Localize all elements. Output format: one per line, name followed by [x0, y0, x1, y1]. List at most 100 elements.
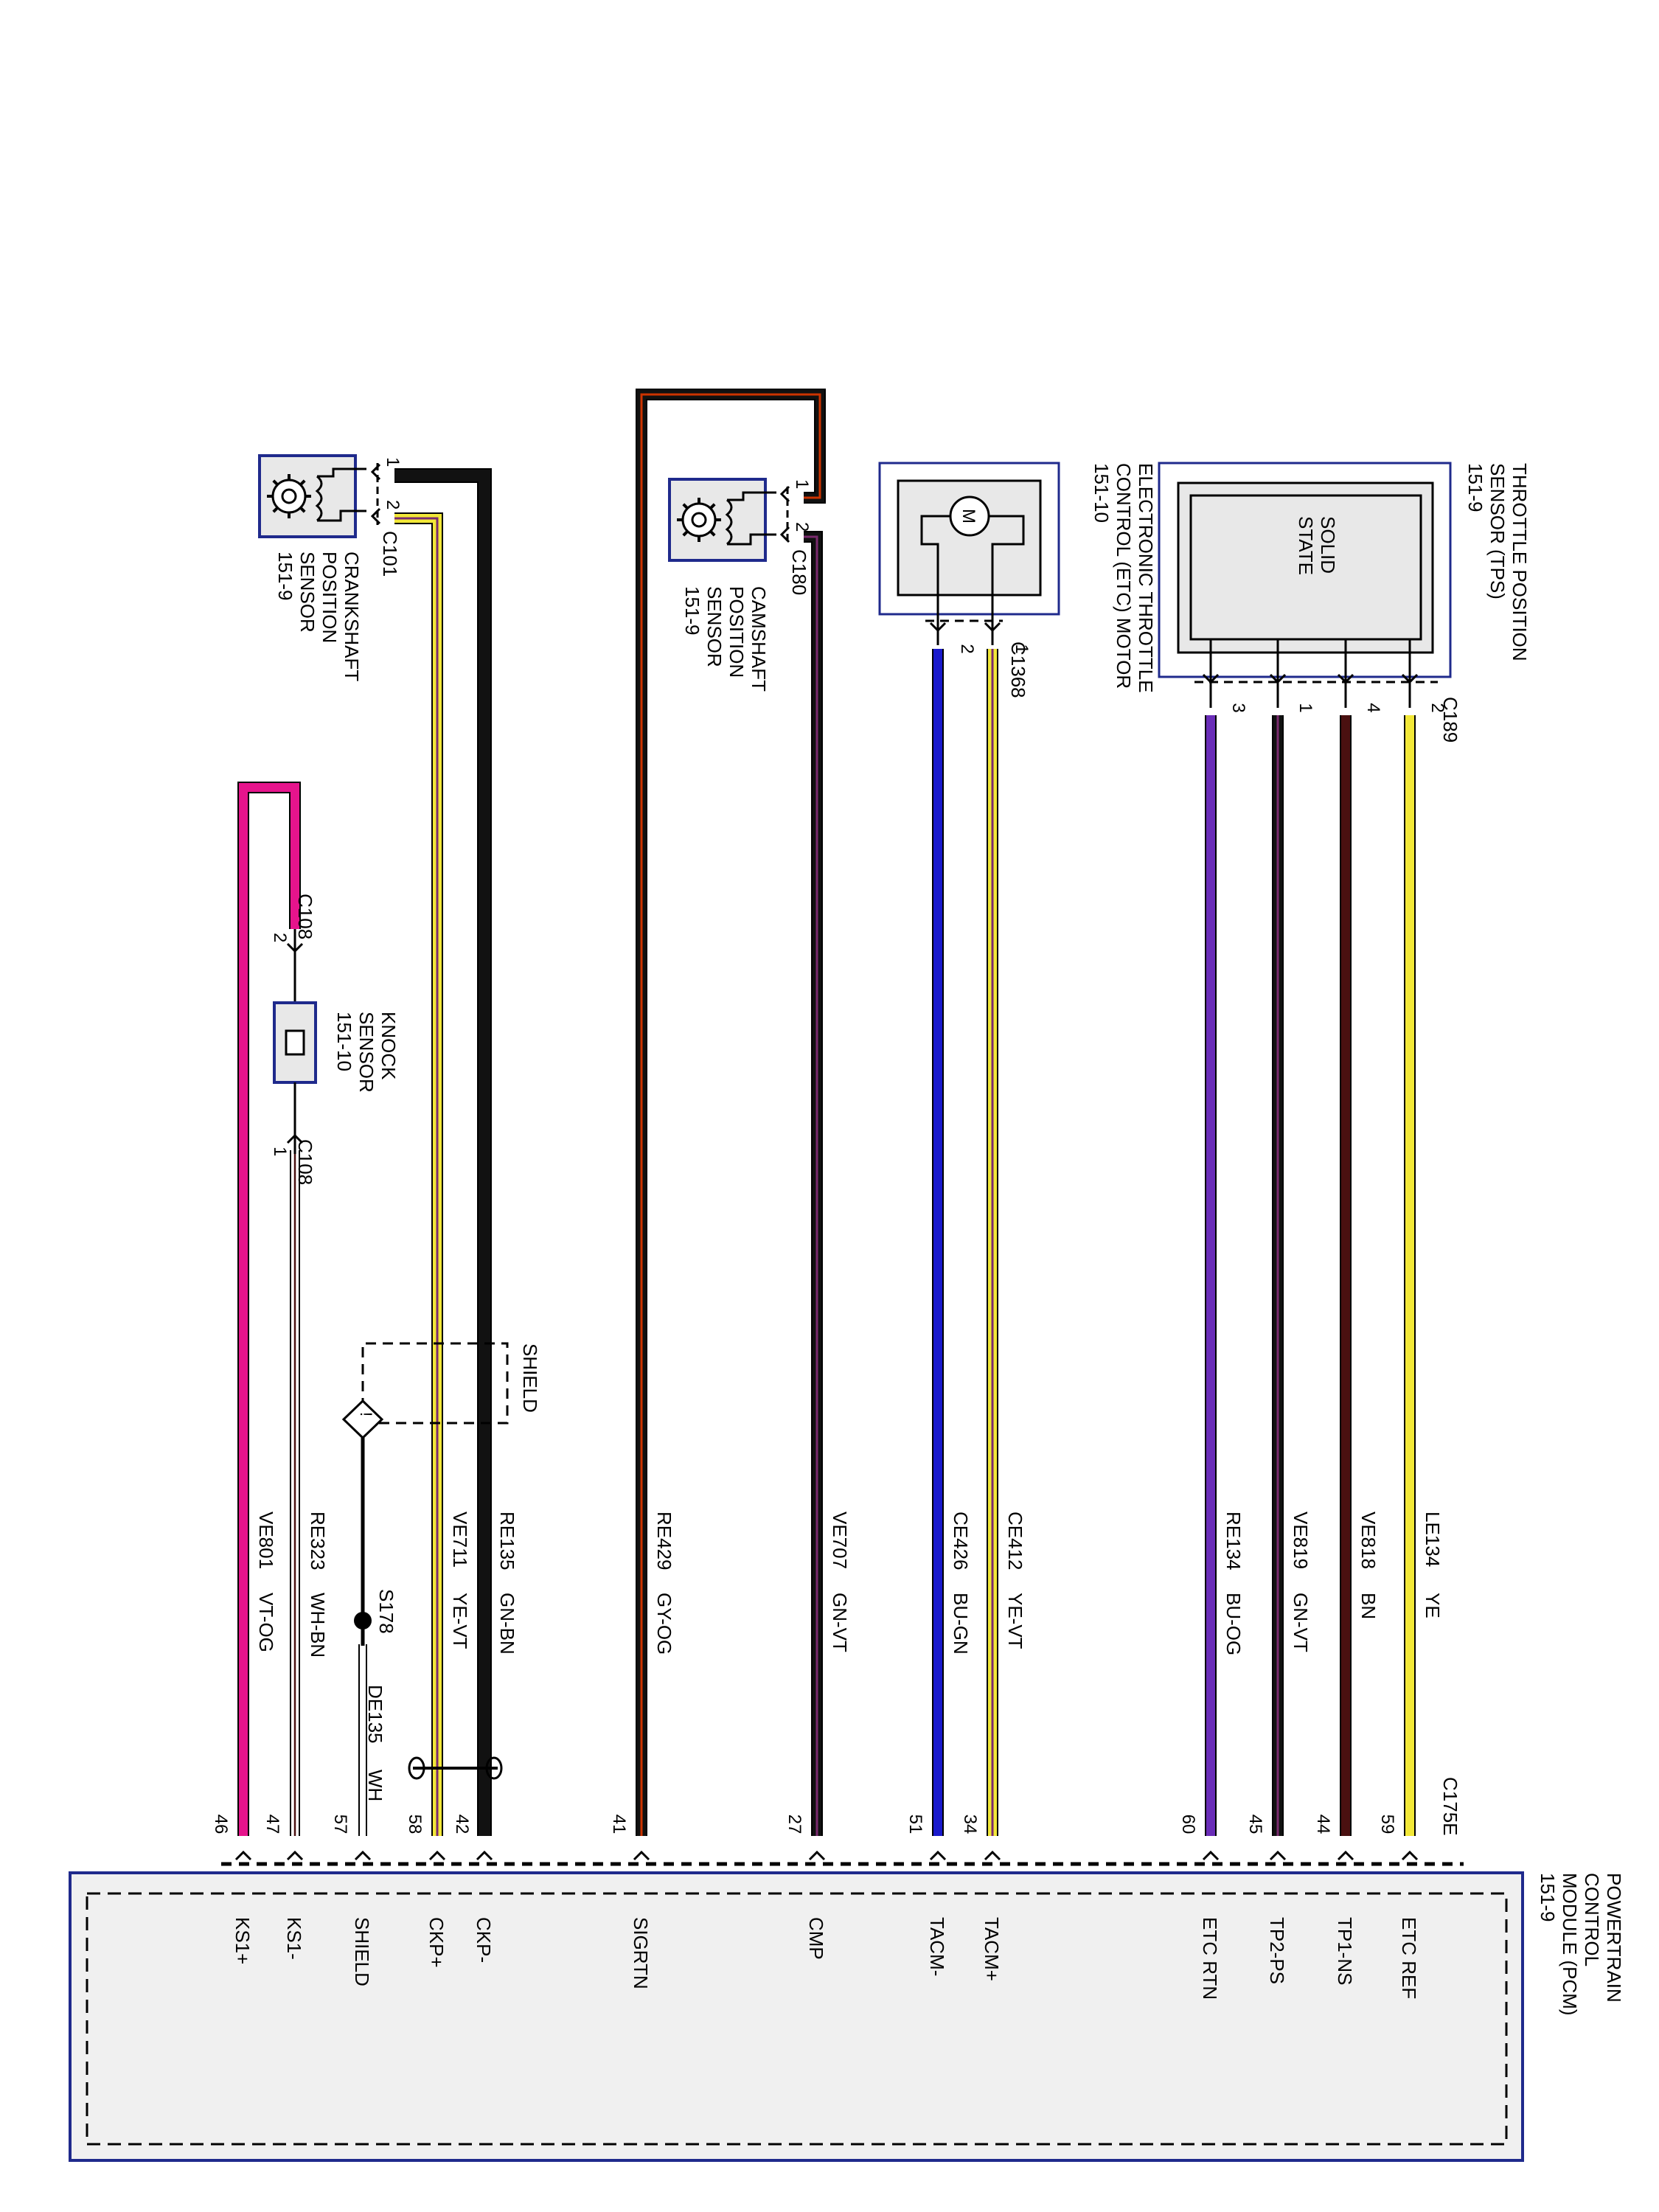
- pcm-pin-label-51: TACM-: [926, 1917, 948, 1976]
- circuit-color-45: GN-VT: [1290, 1593, 1312, 1652]
- ckp-sensor-coil-icon: [315, 475, 323, 522]
- pcm-pin-arrow-45: [1269, 1850, 1287, 1861]
- pcm-pin-number-47: 47: [262, 1815, 282, 1834]
- etc-motor-letter: M: [959, 509, 978, 524]
- pcm-pin-label-60: ETC RTN: [1199, 1917, 1221, 2000]
- circuit-color-44: BN: [1357, 1593, 1380, 1619]
- circuit-id-46: VE801: [255, 1512, 277, 1569]
- knock-connector-top-label: C108: [294, 894, 316, 939]
- knock-pin-number-top: 2: [270, 933, 290, 942]
- etc-lead-left: [920, 515, 950, 605]
- pcm-pin-number-58: 58: [405, 1815, 425, 1834]
- tps-pin-number-60: 3: [1228, 703, 1248, 712]
- etc-title-line-3: 151-10: [1091, 463, 1113, 523]
- splice-circuit-color: WH: [364, 1770, 386, 1801]
- pcm-pin-label-44: TP1-NS: [1334, 1917, 1356, 1985]
- etc-pin-arrow-51: [929, 622, 947, 633]
- wire-layer: [237, 389, 1416, 1836]
- cmp-sensor-lead-2: [727, 533, 776, 546]
- pcm-pin-label-59: ETC REF: [1398, 1917, 1420, 1999]
- pcm-pin-arrow-51: [929, 1850, 947, 1861]
- pcm-pin-number-60: 60: [1178, 1815, 1198, 1834]
- ckp-title-line-4: 151-9: [274, 552, 296, 601]
- ckp-title-line-1: CRANKSHAFT: [341, 552, 363, 681]
- ckp-sensor-lead-1: [317, 467, 366, 478]
- tps-title-line-2: SENSOR (TPS): [1486, 463, 1509, 599]
- pcm-title-line-4: 151-9: [1537, 1873, 1559, 1922]
- cmp-pin-number-2: 2: [792, 522, 812, 532]
- circuit-id-51: CE426: [950, 1512, 972, 1571]
- splice-label: S178: [375, 1589, 397, 1634]
- tps-title-line-1: THROTTLE POSITION: [1509, 463, 1531, 661]
- pcm-pin-arrow-42: [476, 1850, 493, 1861]
- circuit-color-60: BU-OG: [1222, 1593, 1245, 1655]
- circuit-color-42: GN-BN: [496, 1593, 518, 1655]
- circuit-color-47: WH-BN: [307, 1593, 329, 1658]
- pcm-title-line-2: CONTROL: [1581, 1873, 1603, 1966]
- ckp-sensor-gear-icon: [271, 479, 307, 514]
- component-layer: [69, 454, 1524, 2162]
- pcm-pin-number-46: 46: [211, 1815, 231, 1834]
- pcm-pin-number-57: 57: [330, 1815, 350, 1834]
- pcm-title-line-1: POWERTRAIN: [1603, 1873, 1625, 2003]
- pcm-pin-label-42: CKP-: [473, 1917, 495, 1963]
- circuit-id-42: RE135: [496, 1512, 518, 1571]
- cmp-title-line-4: 151-9: [681, 586, 703, 636]
- etc-connector-label: C1368: [1007, 641, 1029, 698]
- knock-pin-arrow-bottom: [286, 1133, 304, 1144]
- ckp-sensor-lead-2: [317, 509, 366, 522]
- pcm-pin-arrow-27: [808, 1850, 826, 1861]
- pcm-pin-number-44: 44: [1313, 1815, 1333, 1834]
- wire-pin-46: [239, 783, 299, 1836]
- cmp-sensor-gear-tooth: [709, 530, 716, 537]
- circuit-color-58: YE-VT: [449, 1593, 471, 1649]
- pcm-pin-label-45: TP2-PS: [1266, 1917, 1288, 1984]
- ckp-connector-label: C101: [379, 531, 401, 577]
- ckp-sensor-gear-tooth: [299, 479, 306, 486]
- pcm-pin-arrow-58: [428, 1850, 446, 1861]
- cmp-pin-number-1: 1: [792, 479, 812, 489]
- circuit-id-34: CE412: [1004, 1512, 1026, 1571]
- shield-dashed-outline: [361, 1342, 509, 1425]
- tps-inner-text-line-1: SOLID: [1317, 516, 1339, 574]
- ckp-title-line-2: POSITION: [319, 552, 341, 643]
- pcm-pin-label-27: CMP: [805, 1917, 827, 1960]
- knock-pin-arrow-top: [286, 942, 304, 953]
- cmp-sensor-gear-icon: [681, 502, 717, 538]
- knock-title-line-2: SENSOR: [355, 1012, 378, 1093]
- tps-connector-label: C189: [1439, 697, 1461, 742]
- pcm-connector-label: C175E: [1439, 1777, 1461, 1836]
- splice-circuit-id: DE135: [364, 1685, 386, 1744]
- pcm-pin-number-51: 51: [905, 1815, 925, 1834]
- pcm-pin-arrow-34: [984, 1850, 1001, 1861]
- pcm-pin-arrow-57: [354, 1850, 372, 1861]
- pcm-pin-label-34: TACM+: [981, 1917, 1003, 1981]
- tps-pin-number-44: 4: [1363, 703, 1383, 712]
- cmp-sensor-gear-hub: [691, 512, 707, 528]
- pcm-inner-dashed-border: [86, 1892, 1508, 2146]
- pcm-pin-number-41: 41: [609, 1815, 629, 1834]
- knock-connector-bottom-label: C108: [294, 1139, 316, 1185]
- etc-pin-arrow-34: [984, 622, 1001, 633]
- cmp-title-line-2: POSITION: [726, 586, 748, 678]
- pcm-module-frame: [69, 1871, 1524, 2162]
- cmp-sensor-gear-tooth: [682, 530, 689, 537]
- pcm-pin-arrow-46: [234, 1850, 252, 1861]
- circuit-color-27: GN-VT: [829, 1593, 851, 1652]
- pcm-pin-label-41: SIGRTN: [630, 1917, 652, 1989]
- cmp-connector-label: C180: [788, 549, 810, 595]
- tps-pin-number-45: 1: [1295, 703, 1315, 712]
- tps-pin-arrow-45: [1269, 673, 1287, 684]
- knock-title-line-1: KNOCK: [378, 1012, 400, 1080]
- twisted-pair-left-icon: [408, 1756, 425, 1780]
- pcm-pin-label-58: CKP+: [425, 1917, 448, 1968]
- tps-inner-text-line-2: STATE: [1295, 516, 1317, 575]
- pcm-pin-number-34: 34: [960, 1815, 980, 1834]
- pcm-pin-number-45: 45: [1245, 1815, 1265, 1834]
- tps-title-line-3: 151-9: [1464, 463, 1486, 512]
- ckp-sensor-gear-tooth: [272, 507, 279, 513]
- pcm-pin-arrow-59: [1401, 1850, 1419, 1861]
- cmp-sensor-gear-tooth: [709, 503, 716, 509]
- cmp-sensor-lead-1: [727, 491, 776, 501]
